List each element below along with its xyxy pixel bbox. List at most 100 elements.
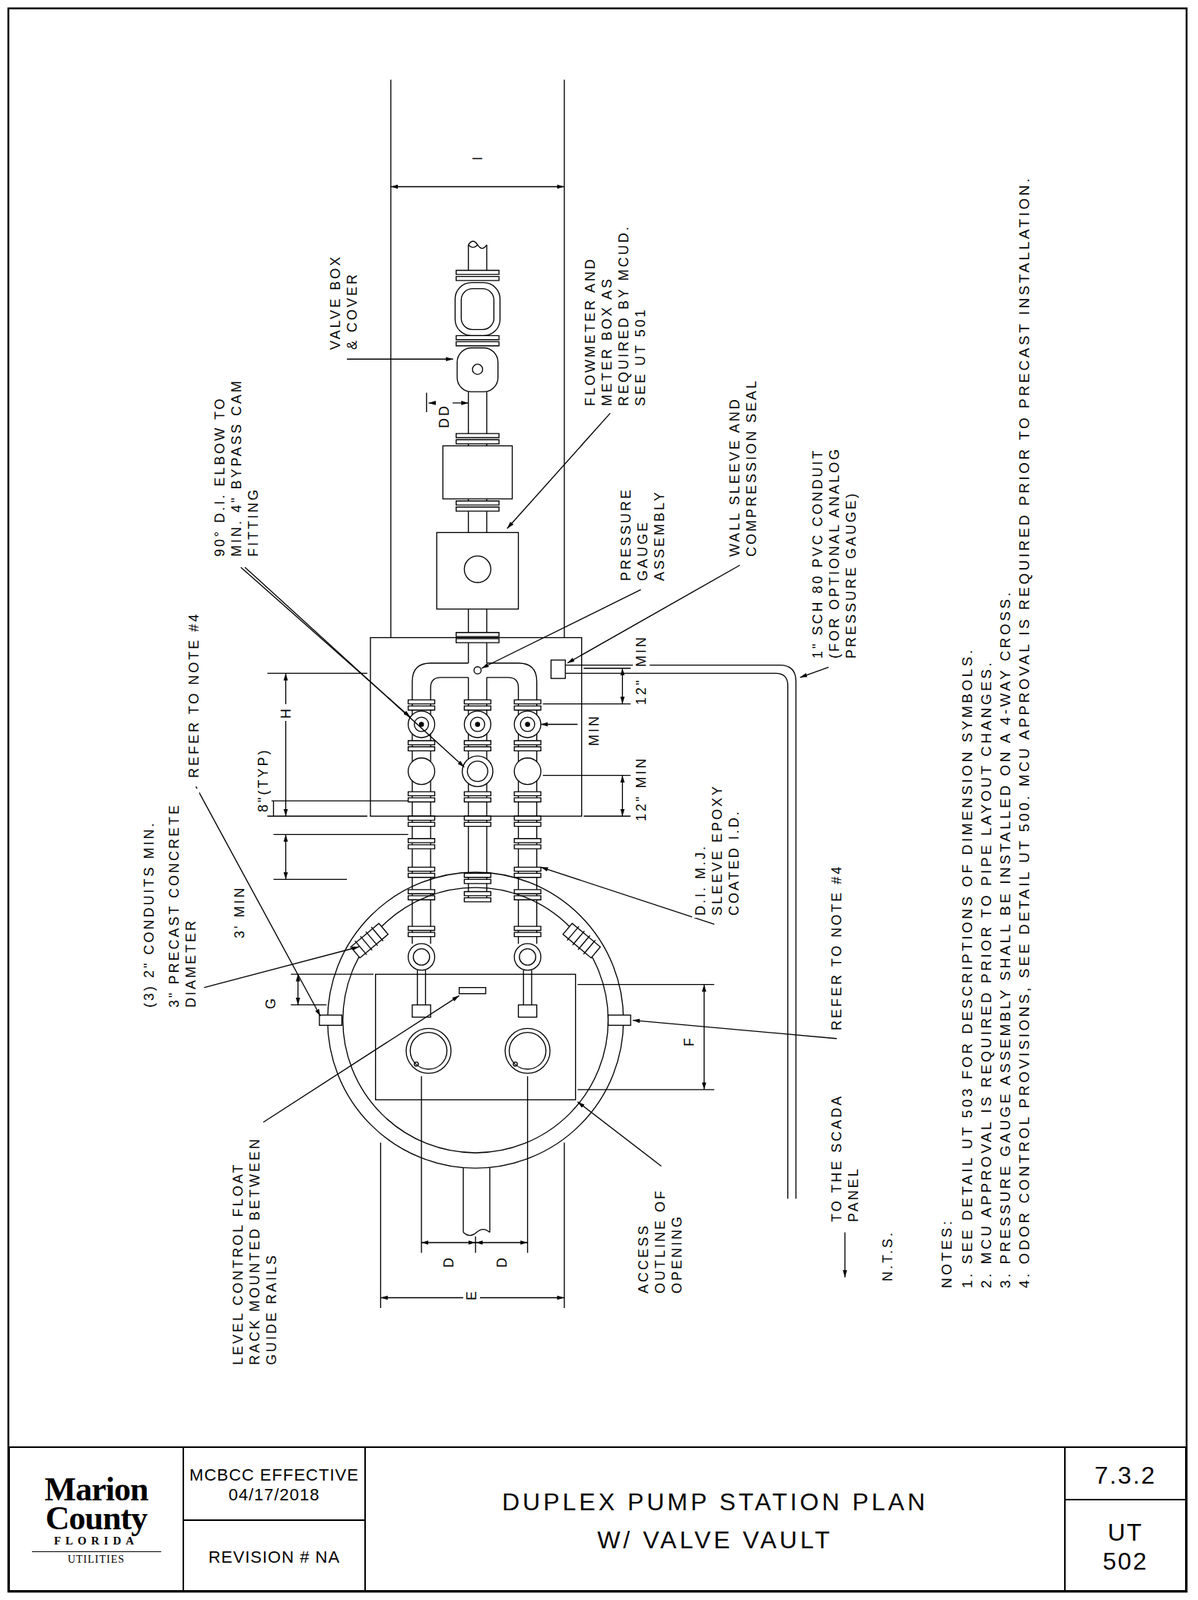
leader-line [507, 413, 611, 529]
note-text: 3. PRESSURE GAUGE ASSEMBLY SHALL BE INST… [996, 587, 1015, 1291]
conduit-symbol [567, 926, 596, 955]
rail-bracket [412, 1004, 431, 1017]
callout-text: FLOWMETER AND METER BOX AS REQUIRED BY M… [581, 213, 649, 409]
callout-text: VALVE BOX & COVER [327, 241, 361, 353]
vent-pad [319, 1015, 343, 1026]
plug-valve [462, 756, 493, 787]
plug-valve [467, 761, 488, 782]
dimension-label: E [463, 1286, 480, 1303]
callout-text: TO THE SCADA PANEL [828, 1079, 862, 1225]
leader-line [481, 589, 641, 668]
pvc-conduit [559, 665, 796, 1200]
callout-text: 90° D.I. ELBOW TO MIN. 4" BYPASS CAM FIT… [211, 364, 262, 560]
pipe-elbow [519, 949, 536, 966]
dimension-line [285, 834, 286, 880]
pump [414, 1062, 419, 1067]
pipe-elbow [514, 943, 541, 971]
dimension-label: 3' MIN [231, 883, 248, 941]
leader-line [346, 359, 454, 360]
dimension-extension [266, 668, 715, 1309]
note-text: 1. SEE DETAIL UT 503 FOR DESCRIPTIONS OF… [958, 645, 977, 1291]
pipe-wall [468, 244, 487, 664]
dimension-label: DD [435, 401, 453, 431]
check-valve [454, 282, 500, 337]
rail-bracket [518, 1004, 538, 1017]
callout-text: 3" PRECAST CONCRETE DIAMETER [165, 788, 200, 1011]
callout-text: PRESSURE GAUGE ASSEMBLY [617, 472, 668, 584]
note-text: 4. ODOR CONTROL PROVISIONS, SEE DETAIL U… [1015, 173, 1034, 1291]
pump [406, 1028, 452, 1074]
plug-valve [472, 364, 483, 375]
note-text: NOTES: [937, 1216, 957, 1291]
pump [513, 1062, 518, 1067]
conduit-symbol [349, 921, 390, 960]
leader-line [244, 567, 464, 768]
check-valve [463, 711, 491, 738]
wall-sleeve [550, 660, 566, 679]
flowmeter [463, 556, 491, 583]
logo-department: UTILITIES [31, 1551, 162, 1568]
pipe-elbow [408, 943, 436, 971]
leader-line [263, 995, 460, 1122]
float-rack [459, 988, 487, 995]
callout-text: REFER TO NOTE #4 [185, 610, 203, 781]
callout-text: LEVEL CONTROL FLOAT RACK MOUNTED BETWEEN… [229, 1123, 280, 1368]
dimension-line [421, 1242, 476, 1243]
pump [409, 1032, 447, 1070]
check-valve [414, 717, 429, 732]
leader-line [203, 946, 360, 989]
pipe-flange [456, 270, 499, 644]
check-valve [520, 717, 535, 732]
check-valve [514, 711, 541, 738]
leader-line [800, 667, 830, 677]
pipe-elbow [413, 949, 429, 966]
check-valve [525, 722, 530, 727]
check-valve [475, 722, 480, 727]
sheet-border [8, 8, 1187, 1593]
valve-vault [370, 637, 582, 817]
wet-well-wall [343, 887, 609, 1154]
access-opening [375, 974, 576, 1100]
check-valve [408, 711, 436, 738]
dimension-label: MIN [585, 711, 603, 749]
discharge-header [412, 663, 538, 705]
plug-valve [514, 758, 541, 785]
leader-line [577, 1102, 661, 1167]
meter-box [436, 532, 518, 610]
detail-number: UT 502 [1091, 1518, 1160, 1577]
dimension-line [622, 668, 623, 705]
leader-line [632, 1020, 837, 1040]
dimension-label: F [680, 1033, 698, 1049]
dimension-label: I [469, 152, 487, 163]
dimension-label: H [277, 704, 295, 722]
direction-arrow [844, 1232, 846, 1278]
check-valve [460, 289, 494, 331]
plug-valve [408, 758, 436, 785]
section-number: 7.3.2 [1072, 1461, 1179, 1491]
dimension-line [703, 985, 705, 1090]
vent-pad [608, 1015, 632, 1026]
dimension-line [297, 974, 299, 1005]
dimension-label: MIN [632, 632, 650, 670]
dimension-label: 8"(TYP) [254, 746, 272, 815]
dimension-label: D [440, 1253, 458, 1271]
logo-wordmark: Marion County [24, 1475, 169, 1534]
callout-text: WALL SLEEVE AND COMPRESSION SEAL [726, 364, 760, 560]
section-number-cell: 7.3.2 [1064, 1446, 1187, 1501]
effective-date: MCBCC EFFECTIVE 04/17/2018 [188, 1465, 360, 1506]
dimension-label: G [262, 994, 280, 1012]
detail-number-cell: UT 502 [1064, 1499, 1187, 1593]
pipe-flange [408, 699, 541, 802]
revision-number: REVISION # NA [188, 1547, 360, 1568]
check-valve [470, 717, 485, 732]
conduit-symbol [562, 923, 601, 958]
callout-text: N.T.S. [879, 1228, 897, 1284]
pipe-break [468, 241, 487, 248]
pump [508, 1032, 546, 1070]
leader-line [196, 786, 321, 1017]
conduit-symbol [355, 927, 384, 956]
title-cell: DUPLEX PUMP STATION PLAN W/ VALVE VAULT [364, 1446, 1066, 1593]
dimension-line [622, 775, 623, 817]
wet-well-wall [327, 872, 624, 1169]
